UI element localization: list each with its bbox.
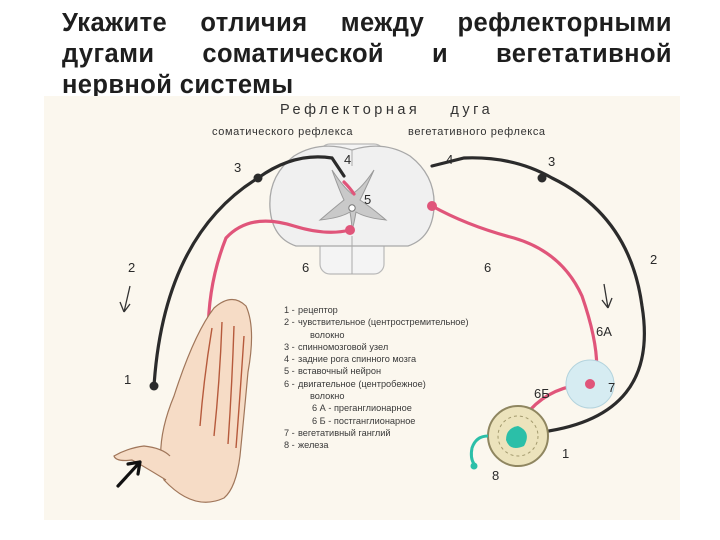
- title-line-3: нервной системы: [62, 71, 294, 99]
- ganglion-neuron: [585, 379, 595, 389]
- legend-row: 6 -двигательное (центробежное): [284, 378, 534, 390]
- preganglionic-fiber: [430, 204, 599, 380]
- secretion-drop: [470, 462, 478, 470]
- legend-text: спинномозговой узел: [298, 341, 389, 352]
- legend-row: 7 -вегетативный ганглий: [284, 427, 534, 439]
- legend-key: 4 -: [284, 354, 295, 365]
- label-4-right: 4: [446, 152, 454, 167]
- label-7: 7: [608, 380, 616, 395]
- direction-arrow-left: [119, 285, 131, 313]
- legend-key: [284, 402, 298, 414]
- header-somatic: соматического рефлекса: [212, 126, 354, 138]
- legend-text: 6 А - преганглионарное: [312, 403, 412, 414]
- arm-muscle-fibers: [199, 321, 245, 449]
- legend-text: двигательное (центробежное): [298, 378, 426, 389]
- central-canal: [348, 204, 356, 212]
- legend-key: 3 -: [284, 341, 295, 352]
- legend-text: 6 Б - постганглионарное: [312, 415, 416, 426]
- label-1-left: 1: [124, 372, 132, 387]
- legend-key: 7 -: [284, 427, 295, 438]
- legend-row: 4 -задние рога спинного мозга: [284, 353, 534, 365]
- sensory-fibers: [152, 155, 646, 434]
- ganglion-neuron-left: [253, 173, 263, 183]
- reflex-arc-figure: Рефлекторная дуга соматического рефлекса…: [44, 96, 680, 520]
- legend-text: задние рога спинного мозга: [298, 354, 417, 365]
- legend-key: [284, 390, 298, 402]
- legend-key: 1 -: [284, 305, 295, 315]
- legend-row: 6 А - преганглионарное: [284, 402, 534, 414]
- header-word-reflex: Рефлекторная: [280, 102, 421, 118]
- label-3-right: 3: [548, 154, 556, 169]
- legend-row: волокно: [284, 390, 534, 402]
- label-1-right: 1: [562, 446, 570, 461]
- header-reflex-arc: Рефлекторная дуга: [280, 102, 493, 118]
- spinal-cord-section: [269, 143, 435, 275]
- legend-row: 1 -рецептор: [284, 304, 534, 316]
- hand: [113, 445, 171, 481]
- header-autonomic: вегетативного рефлекса: [408, 126, 546, 138]
- legend-key: 5 -: [284, 366, 295, 377]
- legend-text: вставочный нейрон: [298, 366, 382, 377]
- legend-row: 3 -спинномозговой узел: [284, 341, 534, 353]
- label-8: 8: [492, 468, 500, 483]
- legend-text: вегетативный ганглий: [298, 427, 391, 438]
- slide-title: Укажите отличия между рефлекторными дуга…: [62, 8, 672, 101]
- label-6-left: 6: [302, 260, 310, 275]
- legend-key: 2 -: [284, 317, 295, 328]
- interneuron: [342, 180, 356, 196]
- label-6a: 6А: [596, 324, 612, 339]
- gland-secretion: [506, 426, 527, 448]
- arm-outline: [160, 298, 253, 503]
- legend-row: 8 -железа: [284, 439, 534, 451]
- legend-row: 2 -чувствительное (центростремительное): [284, 316, 534, 328]
- stimulus-arrow: [116, 460, 142, 488]
- label-5: 5: [364, 192, 372, 207]
- label-6b: 6Б: [534, 386, 550, 401]
- legend-key: 6 -: [284, 378, 295, 389]
- reflex-arc-diagram: [113, 143, 646, 503]
- header-word-arc: дуга: [450, 102, 494, 118]
- receptor: [149, 381, 159, 391]
- label-2-right: 2: [650, 252, 658, 267]
- legend-text: рецептор: [298, 305, 338, 315]
- legend-key: 8 -: [284, 440, 295, 451]
- legend-text: чувствительное (центростремительное): [298, 317, 469, 328]
- label-4-left: 4: [344, 152, 352, 167]
- sensory-fiber-right: [430, 156, 646, 434]
- label-6-right: 6: [484, 260, 492, 275]
- legend-row: 5 -вставочный нейрон: [284, 365, 534, 377]
- direction-arrow-right: [601, 283, 613, 309]
- legend-row: 6 Б - постганглионарное: [284, 415, 534, 427]
- legend-row: волокно: [284, 329, 534, 341]
- title-line-1: Укажите отличия между рефлекторными: [62, 9, 672, 37]
- arm: [113, 298, 253, 503]
- cord-grey-matter: [318, 169, 388, 231]
- legend-text: волокно: [310, 329, 345, 340]
- label-3-left: 3: [234, 160, 242, 175]
- legend-text: железа: [298, 440, 329, 451]
- interneuron-body: [345, 225, 355, 235]
- gland-duct: [469, 434, 489, 465]
- sensory-fiber-left: [152, 155, 346, 388]
- legend-key: [284, 415, 298, 427]
- legend-text: волокно: [310, 391, 345, 402]
- title-line-2: дугами соматической и вегетативной: [62, 40, 672, 68]
- legend-key: [284, 329, 298, 341]
- gland-lobules: [497, 415, 539, 457]
- gland: [469, 405, 549, 470]
- ganglion-neuron-right: [537, 173, 547, 183]
- autonomic-neuron-body: [427, 201, 437, 211]
- label-2-left: 2: [128, 260, 136, 275]
